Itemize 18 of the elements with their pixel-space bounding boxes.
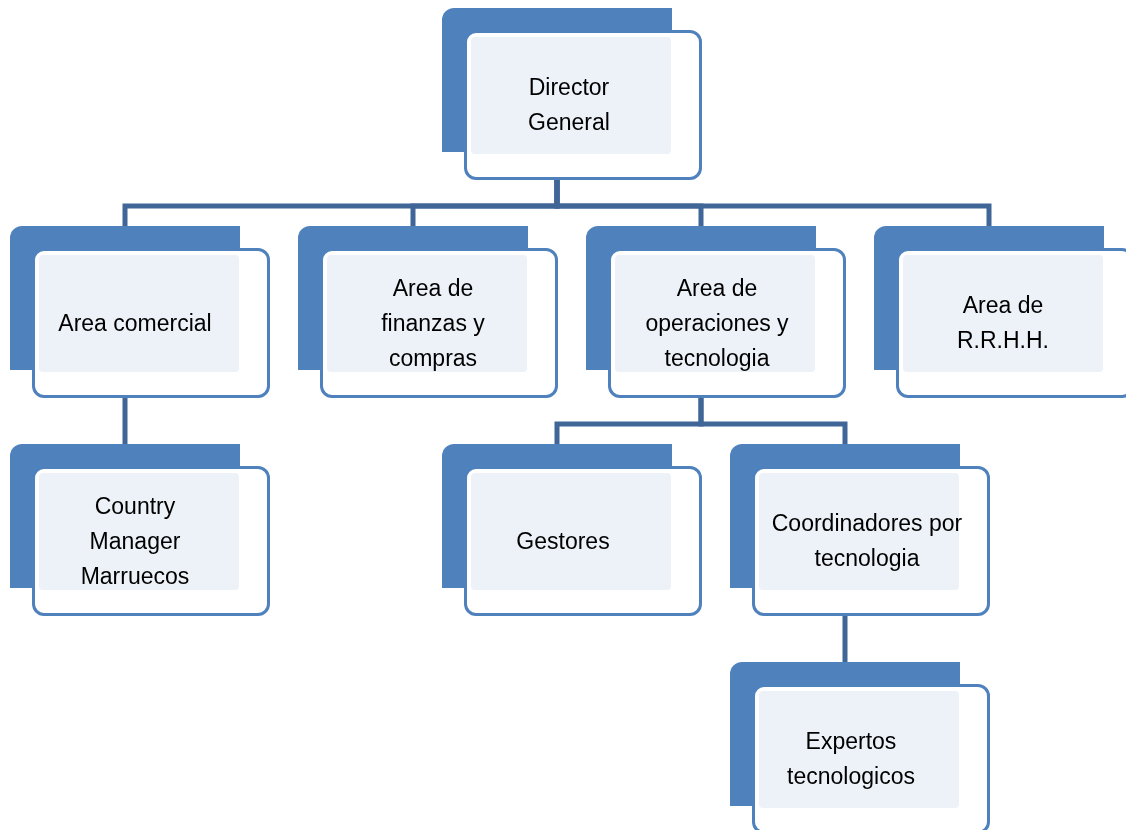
box-label: Gestores [516, 526, 610, 556]
org-chart-box [10, 444, 267, 613]
org-chart-box [730, 662, 987, 830]
box-label: Expertos tecnologicos [786, 727, 916, 791]
org-chart-box [10, 226, 267, 395]
box-label: Country Manager Marruecos [79, 491, 191, 591]
box-label: Area de finanzas y compras [380, 273, 486, 373]
box-label: Area comercial [58, 308, 212, 338]
box-label: Director General [527, 73, 611, 137]
org-chart-box [442, 8, 699, 177]
box-label: Area de R.R.H.H. [956, 291, 1050, 355]
org-chart-box [730, 444, 987, 613]
org-chart-box [442, 444, 699, 613]
box-label: Coordinadores por tecnologia [770, 509, 964, 573]
org-chart-box [586, 226, 843, 395]
org-chart-box [298, 226, 555, 395]
org-chart-box [874, 226, 1126, 395]
box-label: Area de operaciones y tecnologia [644, 273, 790, 373]
